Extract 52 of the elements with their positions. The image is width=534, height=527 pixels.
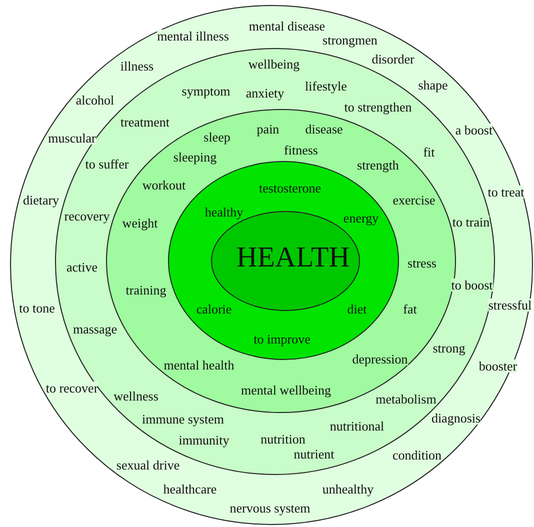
keyword-label: sexual drive (116, 458, 180, 472)
keyword-label: mental wellbeing (241, 384, 331, 396)
keyword-label: depression (352, 352, 408, 366)
keyword-label: diagnosis (431, 412, 481, 424)
keyword-label: to treat (488, 186, 524, 198)
keyword-label: muscular (48, 132, 96, 144)
keyword-label: wellness (114, 390, 158, 402)
keyword-label: to suffer (85, 158, 129, 170)
keyword-label: disease (305, 122, 343, 136)
keyword-label: mental disease (248, 20, 326, 32)
keyword-label: booster (478, 360, 518, 372)
keyword-label: pain (256, 122, 280, 136)
keyword-label: to boost (451, 278, 493, 292)
keyword-label: nutrition (260, 432, 306, 446)
keyword-label: fit (423, 146, 435, 158)
keyword-label: mental health (164, 358, 234, 372)
keyword-label: immune system (142, 412, 224, 426)
keyword-label: active (66, 260, 98, 274)
keyword-label: strength (357, 158, 399, 172)
keyword-label: workout (142, 178, 186, 192)
keyword-label: fitness (284, 144, 318, 156)
keyword-label: disorder (372, 52, 414, 66)
keyword-label: a boost (455, 124, 493, 136)
keyword-label: diet (347, 302, 367, 316)
keyword-label: unhealthy (322, 482, 374, 496)
keyword-label: healthy (204, 206, 244, 218)
keyword-label: sleep (204, 130, 230, 144)
keyword-label: metabolism (376, 392, 436, 406)
keyword-label: shape (418, 78, 448, 92)
keyword-label: to train (452, 216, 490, 228)
keyword-label: wellbeing (248, 58, 300, 70)
keyword-label: immunity (178, 434, 230, 446)
keyword-label: anxiety (246, 86, 284, 100)
keyword-label: stressful (488, 298, 532, 312)
keyword-label: healthcare (163, 482, 217, 496)
keyword-label: dietary (22, 194, 60, 206)
keyword-label: exercise (392, 194, 436, 206)
keyword-label: illness (120, 60, 154, 72)
keyword-label: to strengthen (344, 100, 412, 114)
keyword-label: nutrient (294, 448, 334, 460)
keyword-label: lifestyle (305, 80, 347, 92)
keyword-label: training (126, 284, 166, 296)
keyword-label: fat (403, 302, 417, 316)
keyword-label: mental illness (157, 30, 229, 42)
keyword-label: alcohol (76, 94, 114, 106)
keyword-label: weight (122, 216, 158, 230)
keyword-label: condition (392, 448, 442, 462)
keyword-label: to recover (46, 382, 98, 394)
keyword-label: calorie (196, 302, 232, 316)
keyword-label: to improve (254, 332, 310, 346)
keyword-label: nutritional (330, 420, 384, 432)
keyword-label: sleeping (173, 150, 217, 164)
